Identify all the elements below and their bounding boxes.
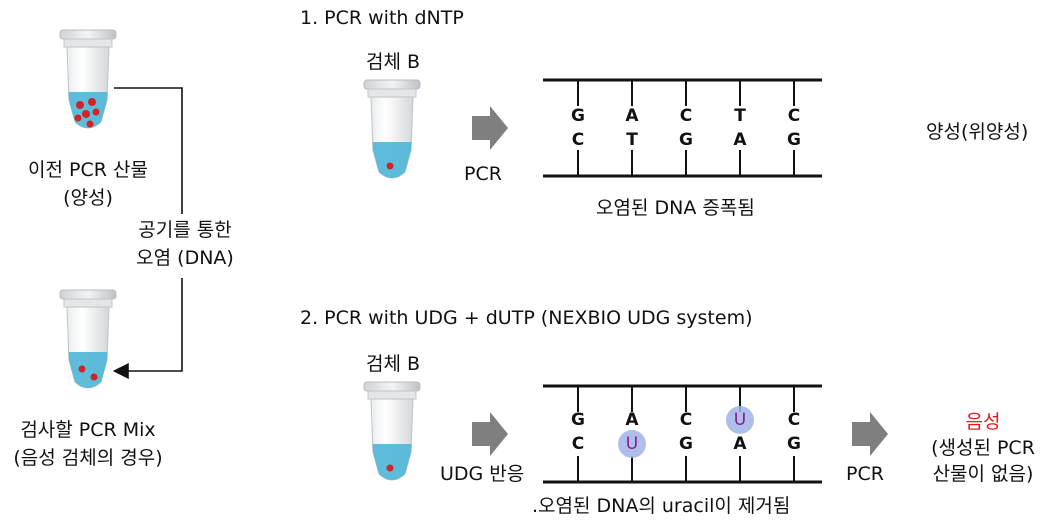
test-mix-label: 검사할 PCR Mix (음성 검체의 경우) <box>0 418 176 470</box>
negative-result-line2: 산물이 없음) <box>932 463 1034 485</box>
section1-arrow-label: PCR <box>464 163 502 185</box>
s1-bottom-base-5: G <box>787 130 801 150</box>
previous-pcr-tube <box>59 29 117 129</box>
dna-ladder-2 <box>543 384 822 484</box>
s1-top-base-3: C <box>679 106 693 126</box>
s1-bottom-base-4: A <box>733 130 747 150</box>
s1-top-base-4: T <box>734 106 746 126</box>
s2-bottom-base-1: C <box>571 434 585 454</box>
test-mix-line2: (음성 검체의 경우) <box>13 447 163 469</box>
contamination-label: 공기를 통한 오염 (DNA) <box>120 218 250 270</box>
section1-caption: 오염된 DNA 증폭됨 <box>596 197 755 219</box>
s1-bottom-base-2: T <box>626 130 638 150</box>
s2-top-base-4-uracil: U <box>733 410 747 430</box>
section1-title: 1. PCR with dNTP <box>300 7 464 29</box>
s1-bottom-base-1: C <box>571 130 585 150</box>
s2-bottom-base-2-uracil: U <box>625 434 639 454</box>
uracil-circle-top <box>726 406 754 434</box>
previous-product-line2: (양성) <box>63 187 113 209</box>
s2-top-base-3: C <box>679 410 693 430</box>
section2-arrow-label: UDG 반응 <box>440 463 525 485</box>
sample-b-tube-1 <box>363 79 421 179</box>
negative-result-title: 음성 <box>965 411 1001 433</box>
s2-top-base-2: A <box>625 410 639 430</box>
section1-sample-label: 검체 B <box>366 51 421 73</box>
s2-bottom-base-3: G <box>679 434 693 454</box>
contamination-label-bg <box>120 214 250 278</box>
dna-ladder-1 <box>543 78 822 178</box>
previous-product-line1: 이전 PCR 산물 <box>28 159 148 181</box>
udg-arrow-2 <box>472 412 508 456</box>
test-pcr-mix-tube <box>59 289 117 389</box>
pcr-arrow-1 <box>472 106 508 150</box>
sample-b-tube-2 <box>363 381 421 481</box>
s1-top-base-5: C <box>787 106 801 126</box>
section2-title: 2. PCR with UDG + dUTP (NEXBIO UDG syste… <box>300 307 753 329</box>
negative-result-line1: (생성된 PCR <box>931 437 1035 459</box>
section2-result: 음성 (생성된 PCR 산물이 없음) <box>918 410 1048 486</box>
s2-bottom-base-5: G <box>787 434 801 454</box>
s2-bottom-base-4: A <box>733 434 747 454</box>
s2-top-base-1: G <box>571 410 585 430</box>
test-mix-line1: 검사할 PCR Mix <box>20 419 156 441</box>
section2-caption: .오염된 DNA의 uracil이 제거됨 <box>532 495 791 517</box>
s1-bottom-base-3: G <box>679 130 693 150</box>
contamination-line2: 오염 (DNA) <box>136 247 234 269</box>
s1-top-base-1: G <box>571 106 585 126</box>
s1-top-base-2: A <box>625 106 639 126</box>
section1-result: 양성(위양성) <box>926 121 1029 143</box>
pcr-arrow-3 <box>852 412 888 456</box>
s2-top-base-5: C <box>787 410 801 430</box>
contamination-line1: 공기를 통한 <box>138 219 232 241</box>
section2-sample-label: 검체 B <box>366 353 421 375</box>
section2-pcr-label: PCR <box>846 463 884 485</box>
previous-product-label: 이전 PCR 산물 (양성) <box>8 158 168 210</box>
uracil-circle-bottom <box>618 430 646 458</box>
